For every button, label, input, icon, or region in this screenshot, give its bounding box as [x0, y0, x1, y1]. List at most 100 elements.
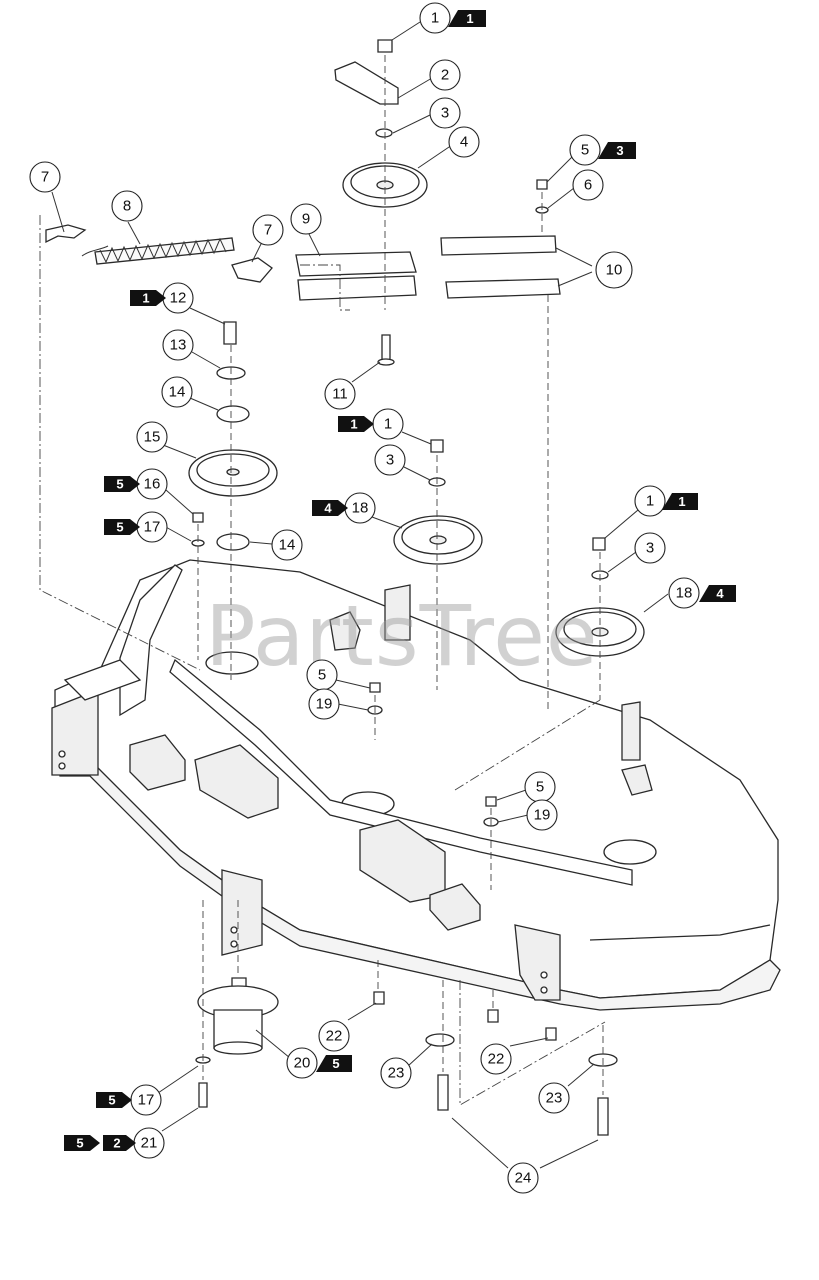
svg-text:23: 23	[546, 1090, 563, 1107]
flag: 1	[130, 290, 166, 306]
svg-text:4: 4	[460, 134, 468, 151]
callout: 5	[569, 134, 601, 166]
callout: 3	[634, 532, 666, 564]
svg-text:14: 14	[279, 537, 296, 554]
callout: 16	[136, 468, 168, 500]
spacer-14	[216, 405, 250, 423]
svg-text:4: 4	[716, 586, 724, 601]
svg-text:5: 5	[318, 667, 326, 684]
svg-text:7: 7	[41, 169, 49, 186]
mower-deck	[51, 559, 781, 1011]
nut-16	[192, 512, 204, 523]
svg-text:1: 1	[384, 416, 392, 433]
watermark: PartsTree	[205, 587, 599, 685]
svg-text:3: 3	[646, 540, 654, 557]
callout: 4	[448, 126, 480, 158]
nut-5-deck	[369, 682, 381, 693]
spindle-assembly	[195, 977, 618, 1136]
svg-text:24: 24	[515, 1170, 532, 1187]
nut-1-right	[592, 537, 606, 551]
leader-lines	[51, 21, 669, 1169]
callout: 17	[130, 1084, 162, 1116]
svg-text:22: 22	[326, 1028, 343, 1045]
callout: 6	[572, 169, 604, 201]
flag: 1	[338, 416, 374, 432]
wheel-23a	[425, 1033, 455, 1047]
callout: 23	[538, 1082, 570, 1114]
svg-text:1: 1	[350, 417, 357, 432]
svg-text:19: 19	[534, 807, 551, 824]
callout: 1	[372, 408, 404, 440]
svg-text:4: 4	[324, 501, 332, 516]
callout: 22	[480, 1043, 512, 1075]
nut-1-top	[377, 39, 393, 53]
flag: 5	[104, 476, 140, 492]
svg-text:8: 8	[123, 198, 131, 215]
callout: 7	[252, 214, 284, 246]
callout: 1	[419, 2, 451, 34]
svg-text:20: 20	[294, 1055, 311, 1072]
flag: 5	[96, 1092, 132, 1108]
callout: 9	[290, 203, 322, 235]
bolt-21	[198, 1082, 208, 1108]
svg-text:10: 10	[606, 262, 623, 279]
svg-text:2: 2	[113, 1136, 120, 1151]
callout: 13	[162, 329, 194, 361]
callout: 19	[308, 688, 340, 720]
callout: 23	[380, 1057, 412, 1089]
callout: 1	[634, 485, 666, 517]
svg-text:23: 23	[388, 1065, 405, 1082]
spacer-14-lower	[216, 533, 250, 551]
callout: 2	[429, 59, 461, 91]
callout: 14	[271, 529, 303, 561]
hook-7-left	[45, 224, 87, 244]
svg-text:11: 11	[332, 386, 348, 403]
deck-hardware	[367, 682, 499, 827]
callout: 24	[507, 1162, 539, 1194]
svg-text:3: 3	[441, 105, 449, 122]
flag: 2	[103, 1135, 136, 1151]
svg-text:9: 9	[302, 211, 310, 228]
svg-text:5: 5	[536, 779, 544, 796]
callout: 12	[162, 282, 194, 314]
svg-text:18: 18	[352, 500, 369, 517]
svg-text:22: 22	[488, 1051, 505, 1068]
nut-5-top	[536, 179, 548, 190]
callout: 21	[133, 1127, 165, 1159]
callout: 22	[318, 1020, 350, 1052]
flag: 1	[448, 10, 486, 27]
bolt-22b	[487, 1009, 499, 1023]
svg-text:1: 1	[646, 493, 654, 510]
nut-5-deck-2	[485, 796, 497, 807]
svg-text:17: 17	[138, 1092, 155, 1109]
callout: 5	[524, 771, 556, 803]
callout: 5	[306, 659, 338, 691]
bolt-22c	[545, 1027, 557, 1041]
svg-text:3: 3	[616, 143, 623, 158]
flag: 4	[312, 500, 348, 516]
idler-assembly	[295, 39, 561, 366]
callout: 3	[429, 97, 461, 129]
bolt-22a	[373, 991, 385, 1005]
svg-text:17: 17	[144, 519, 161, 536]
callout: 7	[29, 161, 61, 193]
idler-arm	[334, 61, 399, 105]
svg-text:5: 5	[116, 520, 123, 535]
spring-8	[94, 237, 235, 265]
svg-text:5: 5	[76, 1136, 83, 1151]
bolt-12	[223, 321, 237, 345]
callout: 17	[136, 511, 168, 543]
flag: 5	[64, 1135, 100, 1151]
svg-text:15: 15	[144, 429, 161, 446]
callout: 19	[526, 799, 558, 831]
callout: 10	[595, 251, 633, 289]
svg-text:16: 16	[144, 476, 161, 493]
svg-text:5: 5	[581, 142, 589, 159]
callout: 18	[668, 577, 700, 609]
svg-text:12: 12	[170, 290, 187, 307]
svg-text:14: 14	[169, 384, 186, 401]
flag: 5	[316, 1055, 352, 1072]
bolt-24b	[597, 1097, 609, 1136]
callout: 18	[344, 492, 376, 524]
